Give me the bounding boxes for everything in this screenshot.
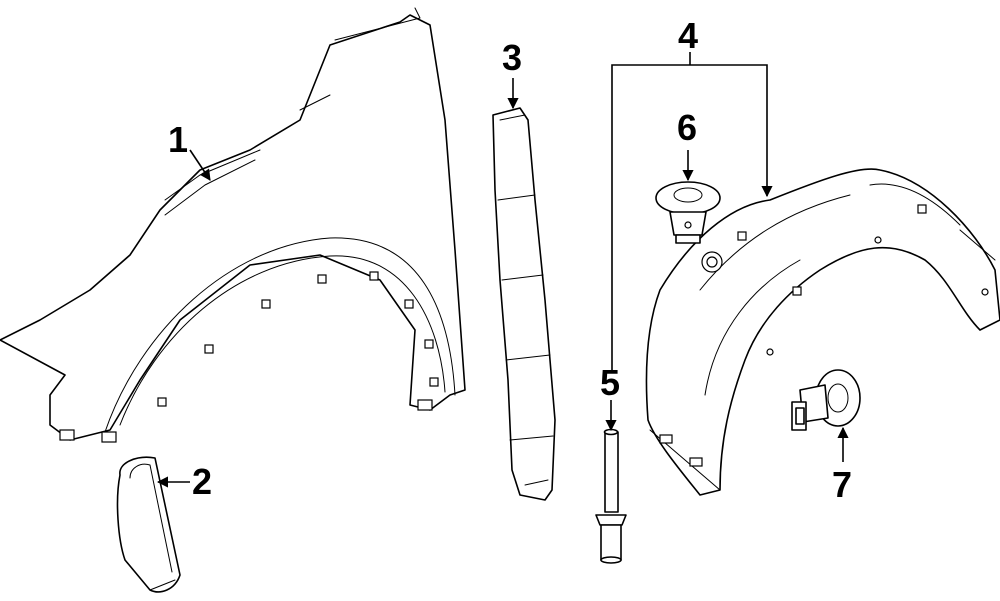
wheel-liner-part bbox=[645, 168, 1000, 496]
callout-3: 3 bbox=[502, 37, 522, 78]
callout-2: 2 bbox=[192, 461, 212, 502]
fastener-part bbox=[791, 369, 861, 431]
seal-part bbox=[492, 107, 556, 501]
splash-shield-part bbox=[116, 456, 181, 593]
fender-part bbox=[0, 7, 466, 443]
push-pin-part bbox=[595, 428, 627, 564]
callout-7: 7 bbox=[832, 464, 852, 505]
callout-5: 5 bbox=[600, 362, 620, 403]
callout-leaders bbox=[156, 52, 849, 488]
leader-1 bbox=[189, 149, 211, 181]
clip-part bbox=[655, 181, 721, 244]
callout-labels: 1 2 3 4 5 6 7 bbox=[168, 15, 852, 505]
callout-4: 4 bbox=[678, 15, 698, 56]
callout-1: 1 bbox=[168, 119, 188, 160]
callout-6: 6 bbox=[677, 107, 697, 148]
